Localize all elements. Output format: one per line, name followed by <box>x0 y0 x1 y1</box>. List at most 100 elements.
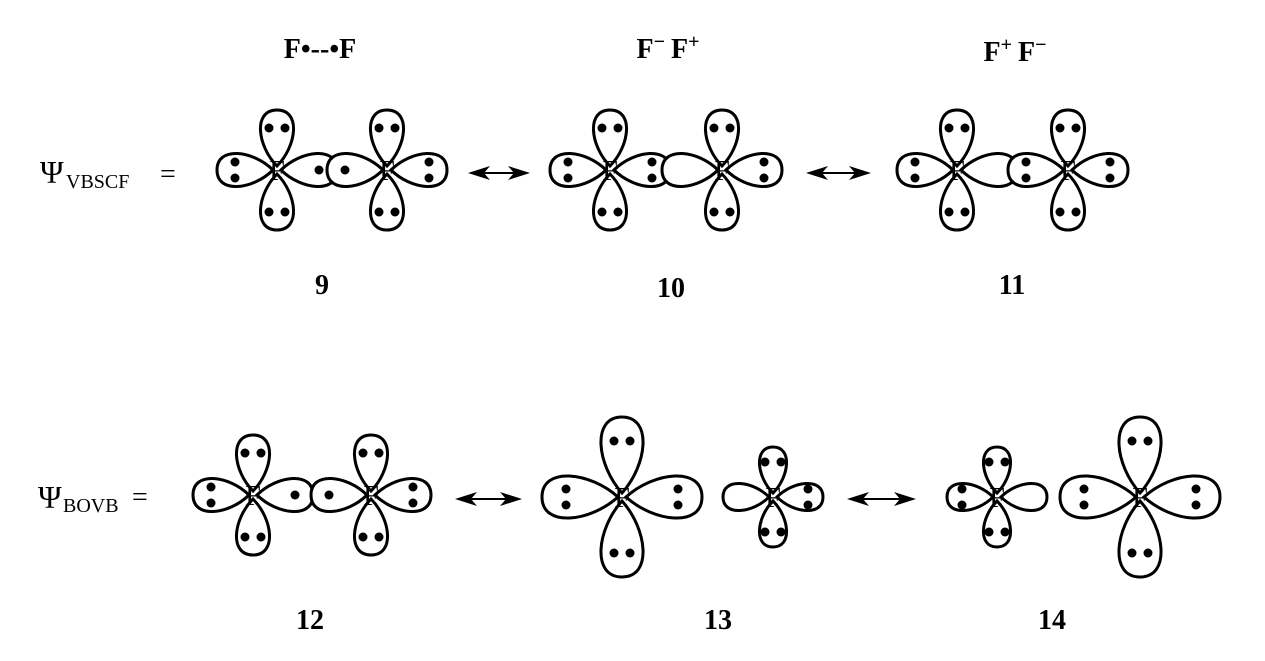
structure-13-atom-right: F <box>721 445 825 549</box>
orbital-lobe-up <box>369 108 405 169</box>
electron-dot <box>408 482 418 492</box>
orbital-lobe-left <box>548 152 609 188</box>
electron-dot <box>960 123 970 133</box>
orbital-lobe-right <box>723 152 784 188</box>
orbital-lobe-up <box>599 415 645 496</box>
electron-dot <box>957 484 967 494</box>
electron-dot <box>910 173 920 183</box>
orbital-lobe-up <box>235 433 271 494</box>
fluorine-atom-label: F <box>269 156 285 187</box>
fluorine-atom-label: F <box>245 481 261 512</box>
electron-dot <box>1143 548 1153 558</box>
orbital-lobe-right <box>388 152 449 188</box>
electron-dot <box>374 207 384 217</box>
orbital-lobe-right <box>998 482 1049 512</box>
structure-11-title: F+F− <box>983 34 1046 68</box>
electron-dot <box>1127 548 1137 558</box>
psi-bovb-subscript: BOVB <box>63 495 119 517</box>
orbital-lobe-down <box>369 171 405 232</box>
equals-sign: = <box>132 482 148 513</box>
structure-11-atom-right: F <box>1006 108 1130 232</box>
electron-dot <box>984 457 994 467</box>
orbital-lobe-right <box>278 152 339 188</box>
electron-dot <box>561 500 571 510</box>
structure-number-9: 9 <box>315 270 329 301</box>
structure-10-title: F−F+ <box>636 31 699 65</box>
electron-dot <box>1191 500 1201 510</box>
electron-dot <box>374 448 384 458</box>
orbital-lobe-right <box>372 477 433 513</box>
electron-dot <box>240 448 250 458</box>
electron-dot <box>910 157 920 167</box>
orbital-lobe-right <box>774 482 825 512</box>
electron-dot <box>324 490 334 500</box>
fluorine-atom-label: F <box>1060 156 1076 187</box>
electron-dot <box>424 157 434 167</box>
orbital-lobe-down <box>235 496 271 557</box>
orbital-lobe-left <box>660 152 721 188</box>
electron-dot <box>424 173 434 183</box>
electron-dot <box>613 123 623 133</box>
orbital-lobe-right <box>254 477 315 513</box>
orbital-lobe-up <box>1050 108 1086 169</box>
orbital-lobe-down <box>982 498 1012 549</box>
orbital-lobe-down <box>758 498 788 549</box>
structure-10-atom-right: F <box>660 108 784 232</box>
electron-dot <box>563 157 573 167</box>
electron-dot <box>1071 207 1081 217</box>
electron-dot <box>760 527 770 537</box>
fluorine-atom-label: F <box>765 483 781 514</box>
electron-dot <box>256 448 266 458</box>
psi-vbscf-subscript: VBSCF <box>66 171 129 193</box>
electron-dot <box>625 436 635 446</box>
orbital-lobe-down <box>259 171 295 232</box>
electron-dot <box>358 448 368 458</box>
electron-dot <box>408 498 418 508</box>
electron-dot <box>803 484 813 494</box>
orbital-lobe-up <box>592 108 628 169</box>
structure-9-atom-left: F <box>215 108 339 232</box>
electron-dot <box>561 484 571 494</box>
structure-14-atom-right: F <box>1058 415 1222 579</box>
electron-dot <box>625 548 635 558</box>
electron-dot <box>206 482 216 492</box>
electron-dot <box>609 436 619 446</box>
structure-9-atom-right: F <box>325 108 449 232</box>
structure-12-atom-right: F <box>309 433 433 557</box>
orbital-lobe-left <box>1058 474 1139 520</box>
orbital-lobe-up <box>704 108 740 169</box>
electron-dot <box>1021 173 1031 183</box>
fluorine-atom-label: F <box>379 156 395 187</box>
fluorine-atom-label: F <box>989 483 1005 514</box>
structure-12-atom-left: F <box>191 433 315 557</box>
orbital-lobe-left <box>191 477 252 513</box>
structure-10-atom-left: F <box>548 108 672 232</box>
electron-dot <box>1071 123 1081 133</box>
electron-dot <box>1079 484 1089 494</box>
electron-dot <box>1143 436 1153 446</box>
electron-dot <box>230 157 240 167</box>
psi-vbscf-symbol: Ψ <box>40 154 64 190</box>
fluorine-atom-label: F <box>714 156 730 187</box>
electron-dot <box>709 123 719 133</box>
electron-dot <box>390 123 400 133</box>
orbital-lobe-up <box>353 433 389 494</box>
fluorine-atom-label: F <box>602 156 618 187</box>
electron-dot <box>374 532 384 542</box>
electron-dot <box>1000 527 1010 537</box>
fluorine-atom-label: F <box>614 483 630 514</box>
electron-dot <box>673 484 683 494</box>
electron-dot <box>390 207 400 217</box>
electron-dot <box>647 157 657 167</box>
electron-dot <box>256 532 266 542</box>
electron-dot <box>1055 123 1065 133</box>
electron-dot <box>1021 157 1031 167</box>
orbital-lobe-down <box>599 498 645 579</box>
orbital-lobe-right <box>1141 474 1222 520</box>
structure-number-13: 13 <box>704 605 732 636</box>
resonance-arrow-icon <box>455 492 522 506</box>
orbital-lobe-left <box>215 152 276 188</box>
electron-dot <box>1000 457 1010 467</box>
orbital-lobe-left <box>309 477 370 513</box>
